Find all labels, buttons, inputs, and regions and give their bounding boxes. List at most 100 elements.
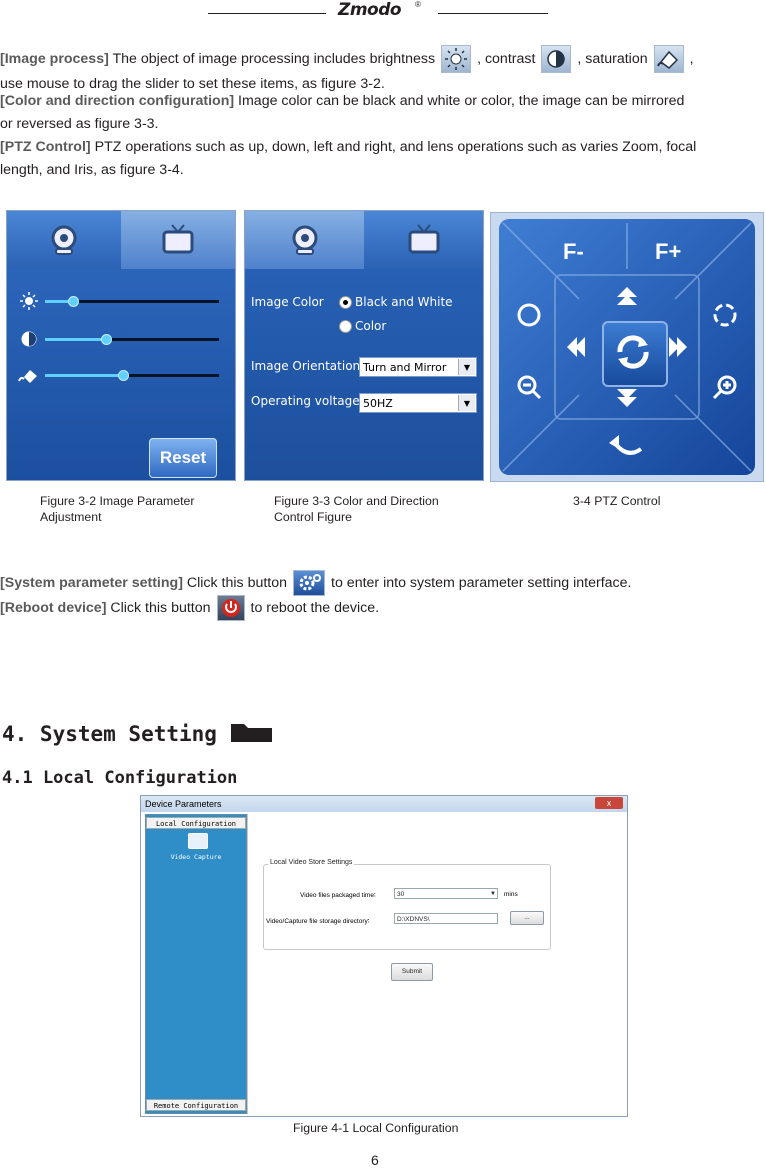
focus-plus-button[interactable]: F+ <box>655 239 682 264</box>
iris-open-icon[interactable] <box>709 299 741 331</box>
tab-bar <box>7 211 235 269</box>
ptz-control-para: [PTZ Control] PTZ operations such as up,… <box>0 136 766 182</box>
chevron-down-icon: ▼ <box>458 359 475 375</box>
iris-close-icon[interactable] <box>513 299 545 331</box>
label-ptz-control: [PTZ Control] <box>0 139 91 155</box>
caption-line: Figure 3-2 Image Parameter <box>40 494 195 508</box>
arrow-up-icon[interactable] <box>613 283 641 311</box>
section-4-1-heading: 4.1 Local Configuration <box>2 768 238 788</box>
camera-icon <box>51 225 77 255</box>
brightness-slider[interactable] <box>45 300 219 303</box>
contrast-icon <box>21 331 37 347</box>
auto-rotate-button[interactable] <box>602 321 668 387</box>
brightness-slider-handle[interactable] <box>68 296 79 307</box>
arrow-down-icon[interactable] <box>613 383 641 411</box>
caption-line: Figure 3-3 Color and Direction <box>274 494 439 508</box>
contrast-icon <box>541 45 572 73</box>
camera-icon[interactable] <box>188 833 208 849</box>
submit-button[interactable]: Submit <box>391 963 433 981</box>
reset-button[interactable]: Reset <box>149 438 217 478</box>
text: use mouse to drag the slider to set thes… <box>0 76 385 92</box>
video-capture-item[interactable]: Video Capture <box>170 853 222 861</box>
divider <box>247 814 248 1114</box>
text: The object of image processing includes … <box>112 50 436 67</box>
image-orientation-label: Image Orientation <box>251 359 361 373</box>
text: Click this button <box>110 599 211 616</box>
saturation-icon <box>653 45 684 73</box>
tab-display[interactable] <box>121 211 235 269</box>
remote-configuration-tab[interactable]: Remote Configuration <box>146 1099 246 1111</box>
color-label: Color <box>355 319 387 333</box>
ptz-pad: F- F+ <box>499 219 755 475</box>
brightness-icon <box>441 45 472 73</box>
header-rule-left <box>208 13 326 14</box>
device-parameters-window: Device Parameters x Local Configuration … <box>140 795 628 1117</box>
browse-button[interactable]: ... <box>510 911 544 925</box>
brightness-slider-fill <box>45 300 73 303</box>
saturation-slider-fill <box>45 374 123 377</box>
saturation-slider-handle[interactable] <box>118 370 129 381</box>
power-icon <box>216 595 245 621</box>
return-icon[interactable] <box>607 431 647 461</box>
saturation-slider[interactable] <box>45 374 219 377</box>
tab-camera[interactable] <box>7 211 121 269</box>
ptz-control-panel: F- F+ <box>490 212 764 482</box>
video-files-time-select[interactable]: 30 ▼ <box>394 888 498 899</box>
saturation-icon <box>18 370 37 383</box>
text: to enter into system parameter setting i… <box>331 574 632 591</box>
black-white-radio[interactable] <box>339 296 352 309</box>
arrow-left-icon[interactable] <box>563 333 591 361</box>
zoom-in-icon[interactable] <box>709 371 741 403</box>
tab-display[interactable] <box>364 211 483 269</box>
label-image-process: [Image process] <box>0 50 109 67</box>
zoom-out-icon[interactable] <box>513 371 545 403</box>
window-title: Device Parameters <box>141 796 627 812</box>
ptz-dividers <box>502 222 752 472</box>
label-system-parameter: [System parameter setting] <box>0 574 183 591</box>
color-direction-para: [Color and direction configuration] Imag… <box>0 90 766 136</box>
image-parameter-panel: Reset <box>6 210 236 481</box>
figure-3-3-caption: Figure 3-3 Color and Direction Control F… <box>274 493 439 525</box>
contrast-slider-handle[interactable] <box>101 334 112 345</box>
figure-3-2-caption: Figure 3-2 Image Parameter Adjustment <box>40 493 194 525</box>
camera-icon <box>292 225 317 255</box>
section-4-heading: 4. System Setting <box>2 720 274 746</box>
tab-camera[interactable] <box>245 211 364 269</box>
caption-line: Adjustment <box>40 510 102 524</box>
chevron-down-icon: ▼ <box>490 891 496 897</box>
operating-voltage-label: Operating voltage <box>251 394 360 408</box>
focus-minus-button[interactable]: F- <box>563 239 584 264</box>
voltage-value: 50HZ <box>363 396 393 410</box>
label-color-direction: [Color and direction configuration] <box>0 93 235 109</box>
brand-logo: Zmodo <box>338 0 402 20</box>
time-value: 30 <box>397 891 405 898</box>
registered-mark: ® <box>415 0 421 9</box>
arrow-right-icon[interactable] <box>663 333 691 361</box>
color-radio[interactable] <box>339 320 352 333</box>
reboot-device-para: [Reboot device] Click this button to rebo… <box>0 595 766 621</box>
system-parameter-para: [System parameter setting] Click this bu… <box>0 570 766 596</box>
voltage-select[interactable]: 50HZ ▼ <box>359 393 477 413</box>
storage-directory-label: Video/Capture file storage directory∶ <box>266 918 370 925</box>
label-reboot-device: [Reboot device] <box>0 599 107 616</box>
page-number: 6 <box>371 1152 379 1168</box>
text: to reboot the device. <box>250 599 380 616</box>
text: PTZ operations such as up, down, left an… <box>94 139 697 155</box>
gear-icon <box>293 570 326 596</box>
config-sidebar: Local Configuration Video Capture Remote… <box>145 814 247 1114</box>
local-video-store-group: Local Video Store Settings Video files p… <box>263 859 551 950</box>
chevron-down-icon: ▼ <box>458 395 475 411</box>
text: or reversed as figure 3-3. <box>0 116 159 132</box>
figure-4-1-caption: Figure 4-1 Local Configuration <box>293 1121 459 1135</box>
text: length, and Iris, as figure 3-4. <box>0 162 184 178</box>
orientation-select[interactable]: Turn and Mirror ▼ <box>359 357 477 377</box>
caption-line: Control Figure <box>274 510 352 524</box>
figure-3-4-caption: 3-4 PTZ Control <box>573 494 661 508</box>
tab-bar <box>245 211 483 269</box>
mins-unit: mins <box>504 891 518 898</box>
contrast-slider[interactable] <box>45 338 219 341</box>
text: , saturation <box>577 50 648 67</box>
local-configuration-tab[interactable]: Local Configuration <box>146 817 246 829</box>
close-button[interactable]: x <box>595 797 623 809</box>
storage-directory-input[interactable]: D:\XDNVS\ <box>394 913 498 924</box>
